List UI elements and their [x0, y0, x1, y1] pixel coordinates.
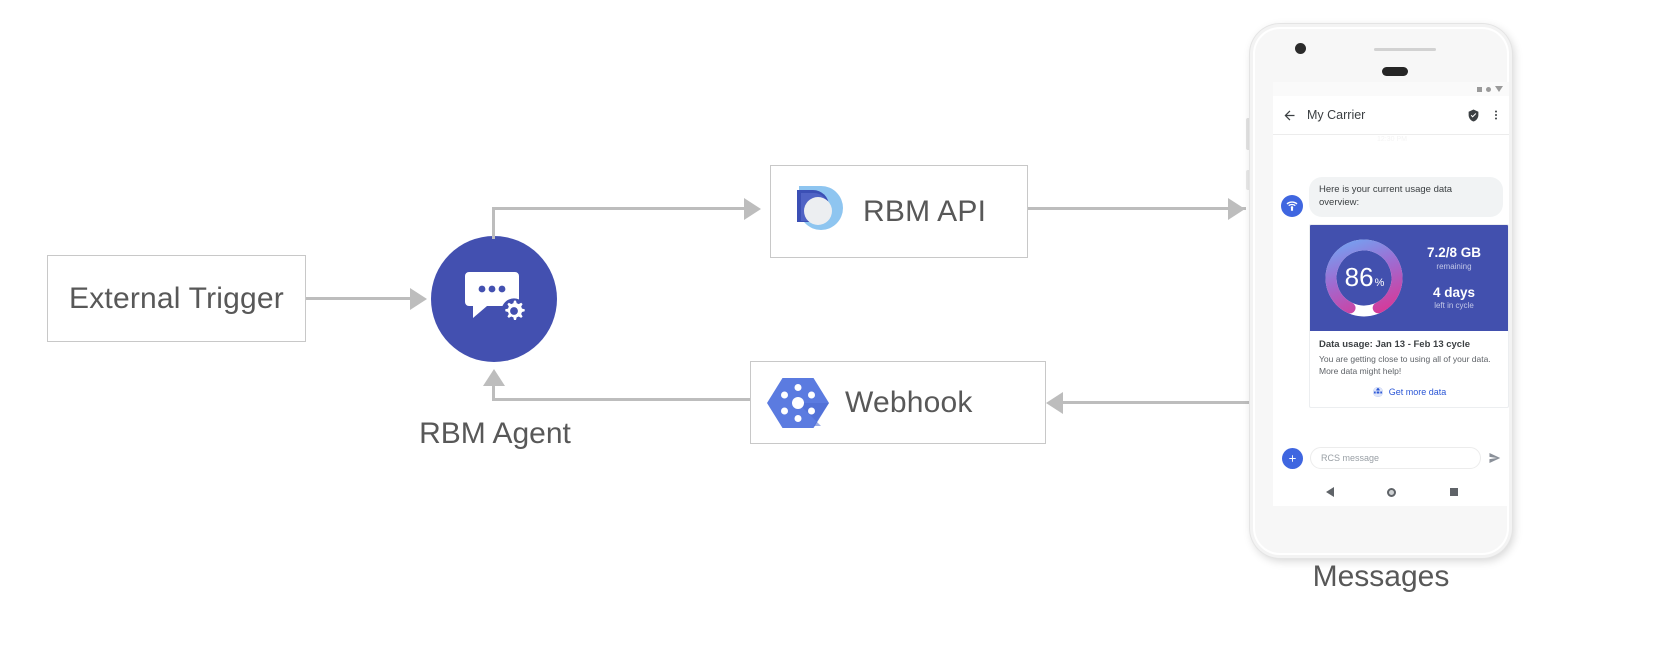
get-more-data-label: Get more data: [1388, 387, 1447, 398]
connector-agent-up: [492, 207, 495, 239]
incoming-message-row: Here is your current usage data overview…: [1281, 177, 1503, 217]
rcs-message-placeholder: RCS message: [1321, 453, 1380, 463]
card-title: Data usage: Jan 13 - Feb 13 cycle: [1319, 338, 1471, 350]
phone-body: My Carrier 12:30 PM: [1253, 27, 1509, 555]
conversation-title: My Carrier: [1307, 108, 1366, 122]
rich-card[interactable]: 86% 7.2/8 GB remaining 4 days left in cy…: [1309, 223, 1509, 409]
arrowhead-agent-to-api: [744, 198, 761, 220]
card-hero: 86% 7.2/8 GB remaining 4 days left in cy…: [1310, 224, 1508, 331]
data-remaining-value: 7.2/8 GB: [1426, 245, 1482, 261]
usage-gauge: 86%: [1316, 230, 1412, 326]
webhook-node[interactable]: Webhook: [750, 361, 1046, 444]
app-bar: My Carrier: [1273, 96, 1509, 135]
external-trigger-label: External Trigger: [69, 281, 284, 315]
message-timestamp: 12:30 PM: [1377, 136, 1407, 143]
rbm-agent-node[interactable]: [431, 236, 557, 362]
arrowhead-api-to-phone: [1228, 198, 1245, 220]
connector-webhook-to-agent: [492, 398, 750, 401]
connector-agent-up-stub: [492, 386, 495, 400]
chat-gear-icon: [465, 272, 527, 324]
arrowhead-phone-to-webhook: [1046, 392, 1063, 414]
square-icon: [1477, 86, 1482, 92]
rbm-agent-label: RBM Agent: [419, 417, 571, 450]
circle-icon: [1486, 86, 1491, 92]
phone-device: My Carrier 12:30 PM: [1250, 24, 1512, 558]
message-composer: RCS message: [1273, 440, 1509, 476]
arrowhead-webhook-to-agent: [483, 369, 505, 386]
verified-shield-icon[interactable]: [1467, 109, 1480, 122]
card-hero-stats: 7.2/8 GB remaining 4 days left in cycle: [1412, 245, 1502, 310]
triangle-icon: [1495, 86, 1503, 92]
phone-screen: My Carrier 12:30 PM: [1273, 82, 1509, 506]
usage-percent-value: 86: [1344, 262, 1374, 293]
rbm-droplet-icon: [791, 185, 843, 230]
rbm-api-node[interactable]: RBM API: [770, 165, 1028, 258]
carrier-wifi-icon: [1281, 194, 1303, 217]
connector-phone-to-webhook: [1063, 401, 1249, 404]
phone-camera-icon: [1295, 43, 1306, 54]
days-left-label: left in cycle: [1434, 301, 1474, 311]
connector-trigger-to-agent: [306, 297, 411, 300]
hexagon-network-icon: [767, 377, 829, 428]
data-remaining-label: remaining: [1436, 261, 1472, 271]
connector-api-to-phone: [1028, 207, 1246, 210]
phone-volume-button[interactable]: [1246, 118, 1251, 150]
nav-back-icon[interactable]: [1325, 487, 1334, 497]
message-thread: Here is your current usage data overview…: [1273, 145, 1509, 409]
android-nav-bar: [1273, 478, 1509, 506]
usage-percent-symbol: %: [1374, 276, 1385, 289]
plus-icon[interactable]: [1282, 447, 1303, 469]
external-trigger-node[interactable]: External Trigger: [47, 255, 306, 342]
nav-recents-icon[interactable]: [1450, 488, 1459, 496]
phone-power-button[interactable]: [1246, 170, 1251, 190]
overflow-menu-icon[interactable]: [1490, 109, 1502, 121]
phone-caption: Messages: [1312, 560, 1450, 593]
arrowhead-trigger-to-agent: [410, 288, 427, 310]
get-more-data-button[interactable]: Get more data: [1319, 386, 1499, 398]
card-description: You are getting close to using all of yo…: [1319, 353, 1491, 376]
back-arrow-icon[interactable]: [1282, 108, 1297, 123]
connector-agent-to-api: [492, 207, 744, 210]
card-body: Data usage: Jan 13 - Feb 13 cycle You ar…: [1310, 331, 1508, 408]
nav-home-icon[interactable]: [1387, 487, 1397, 497]
rbm-api-label: RBM API: [863, 194, 987, 228]
send-icon[interactable]: [1488, 451, 1502, 465]
globe-icon: [1372, 387, 1383, 398]
phone-earpiece: [1382, 67, 1408, 76]
message-bubble-text: Here is your current usage data overview…: [1309, 177, 1503, 217]
status-bar: [1273, 82, 1509, 96]
phone-speaker-grille: [1374, 48, 1436, 51]
usage-percent: 86%: [1316, 230, 1412, 326]
webhook-label: Webhook: [845, 385, 973, 419]
rcs-message-input[interactable]: RCS message: [1310, 447, 1481, 469]
days-left-value: 4 days: [1432, 284, 1476, 300]
